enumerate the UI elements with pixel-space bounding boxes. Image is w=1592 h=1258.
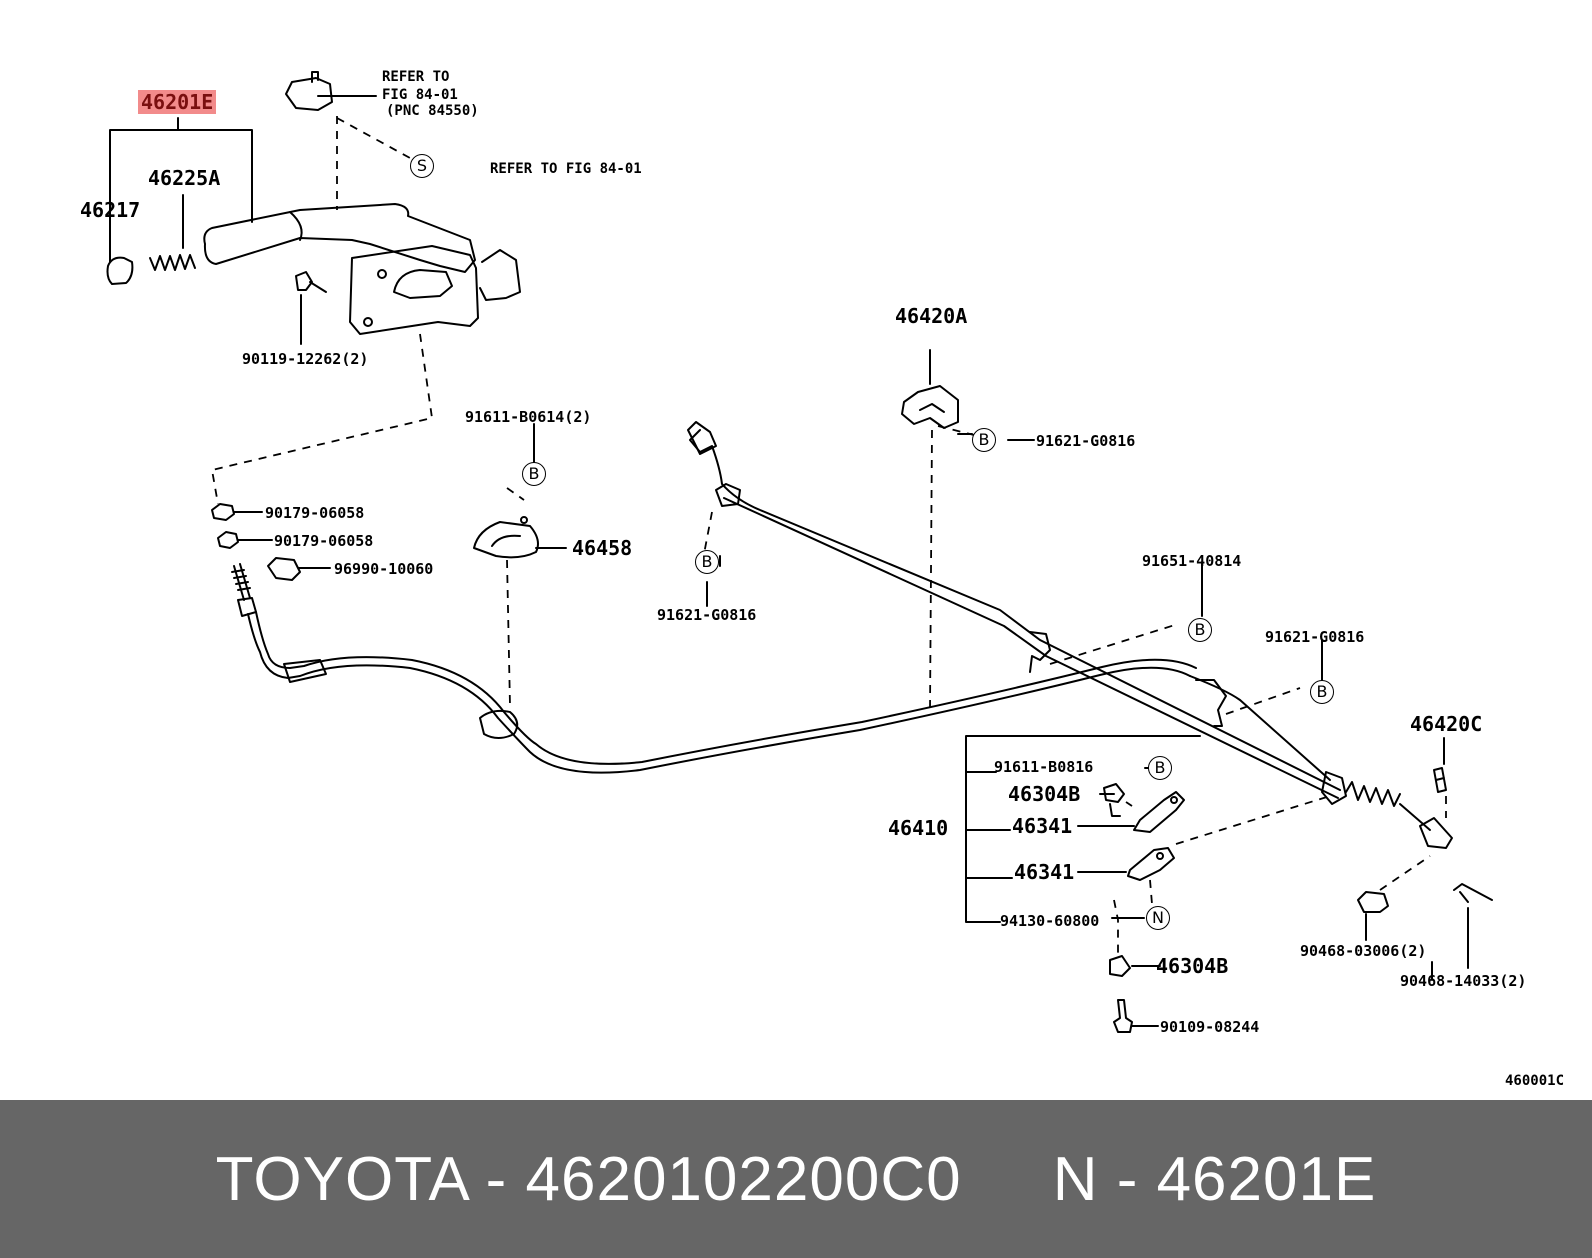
- group-bracket: [109, 117, 253, 263]
- dash-46304B: [1125, 801, 1133, 807]
- switch: [285, 77, 377, 111]
- knob-46217: [106, 256, 134, 285]
- equalizer: [1321, 771, 1347, 805]
- label-91621-top: 91621-G0816: [1036, 432, 1136, 450]
- dash-grommet: [506, 487, 525, 707]
- label-90179-b: 90179-06058: [274, 532, 374, 550]
- lever-end: [479, 249, 521, 301]
- cable-clamp-mid: [1029, 631, 1051, 673]
- label-90179-a: 90179-06058: [265, 504, 365, 522]
- grommet-46458: [473, 521, 567, 559]
- dash-clip: [1379, 855, 1431, 891]
- label-refer-to: REFER TO: [382, 69, 450, 85]
- dash-46420A: [929, 429, 933, 711]
- label-fig-84-01: FIG 84-01: [382, 87, 458, 103]
- bolt-90119: [295, 271, 327, 293]
- clamp-46420A: [901, 385, 959, 429]
- nut-a: [211, 503, 263, 521]
- switch-bolt: [311, 71, 319, 83]
- marker-b-46420A: B: [972, 428, 996, 452]
- lever-slot: [393, 269, 453, 299]
- rod-coils: [231, 569, 251, 591]
- label-46217: 46217: [80, 198, 141, 222]
- bracket-46341-a: [1133, 791, 1185, 833]
- lever-bracket: [349, 245, 479, 335]
- label-94130: 94130-60800: [1000, 912, 1100, 930]
- cable-end-top: [687, 421, 717, 455]
- lever-grip-line: [289, 211, 303, 241]
- label-91621-mid: 91621-G0816: [657, 606, 757, 624]
- label-46341-b: 46341: [1014, 860, 1075, 884]
- dash-bracket-rear: [1175, 795, 1331, 845]
- nut-b: [217, 531, 273, 549]
- label-46225A: 46225A: [148, 166, 221, 190]
- marker-n: N: [1146, 906, 1170, 930]
- label-refer-to-fig: REFER TO FIG 84-01: [490, 161, 642, 177]
- label-96990: 96990-10060: [334, 560, 434, 578]
- clip-96990: [267, 557, 331, 581]
- label-46458: 46458: [572, 536, 633, 560]
- diagram-drawing: [106, 71, 1493, 1033]
- label-91651: 91651-40814: [1142, 552, 1242, 570]
- parts-diagram: S B B B B B B N 46201E 46225A 46217 REFE…: [80, 69, 1565, 1089]
- label-46304B-bottom: 46304B: [1156, 954, 1229, 978]
- footer-part-number: TOYOTA - 4620102200C0 N - 46201E: [215, 1144, 1377, 1214]
- marker-b-91621-right: B: [1310, 680, 1334, 704]
- marker-s: S: [410, 154, 434, 178]
- label-91611-b0816: 91611-B0816: [994, 758, 1094, 776]
- label-90109: 90109-08244: [1160, 1018, 1260, 1036]
- label-46304B-top: 46304B: [1008, 782, 1081, 806]
- cable-clamp-right: [1195, 679, 1227, 727]
- marker-b-cable: B: [695, 550, 719, 574]
- clip-90468-03006: [1357, 891, 1389, 913]
- dash-cable-mid-b: [1049, 623, 1179, 665]
- spring-46225A: [149, 254, 196, 271]
- bracket-46341-b: [1127, 847, 1175, 881]
- dash-right-b: [1225, 687, 1301, 715]
- cable-bracket-top: [715, 483, 741, 507]
- label-pnc-84550: (PNC 84550): [386, 103, 479, 119]
- label-46420A: 46420A: [895, 304, 968, 328]
- dash-cable-b: [703, 511, 713, 555]
- bolt-46420C: [1433, 767, 1447, 793]
- rear-cable-end: [1399, 803, 1453, 849]
- dash-n: [1113, 879, 1153, 956]
- label-90468-03006: 90468-03006(2): [1300, 942, 1427, 960]
- footer-bar: TOYOTA - 4620102200C0 N - 46201E: [0, 1100, 1592, 1258]
- grommet-46458-ring: [479, 709, 519, 739]
- brake-lever: [203, 203, 476, 273]
- label-46201E: 46201E: [138, 90, 217, 114]
- front-cable: [247, 613, 1191, 774]
- clip-90468-14033: [1453, 883, 1493, 903]
- dash-lever-nuts: [210, 333, 434, 505]
- label-figure-code: 460001C: [1505, 1073, 1565, 1089]
- dash-46420A-b: [937, 425, 979, 437]
- front-cable-fitting: [283, 659, 327, 683]
- label-46420C: 46420C: [1410, 712, 1483, 736]
- bolt-90109: [1113, 999, 1159, 1033]
- label-46410: 46410: [888, 816, 949, 840]
- front-cable-b: [255, 611, 1197, 765]
- label-90468-14033: 90468-14033(2): [1400, 972, 1527, 990]
- label-91611-b0614: 91611-B0614(2): [465, 408, 592, 426]
- label-46341-a: 46341: [1012, 814, 1073, 838]
- grommet-46304B-top: [1103, 783, 1125, 817]
- rear-spring: [1345, 781, 1401, 807]
- marker-b-91651: B: [1188, 618, 1212, 642]
- rear-cable-2: [1189, 675, 1331, 781]
- cable-fitting: [237, 597, 257, 617]
- rear-cable-1b: [723, 497, 1339, 799]
- bracket-46410: [965, 735, 1201, 923]
- grommet-46304B-bottom: [1109, 955, 1161, 977]
- dash-switch-s: [336, 117, 411, 159]
- label-91621-right: 91621-G0816: [1265, 628, 1365, 646]
- marker-b-grommet: B: [522, 462, 546, 486]
- label-90119: 90119-12262(2): [242, 350, 369, 368]
- marker-b-91611: B: [1148, 756, 1172, 780]
